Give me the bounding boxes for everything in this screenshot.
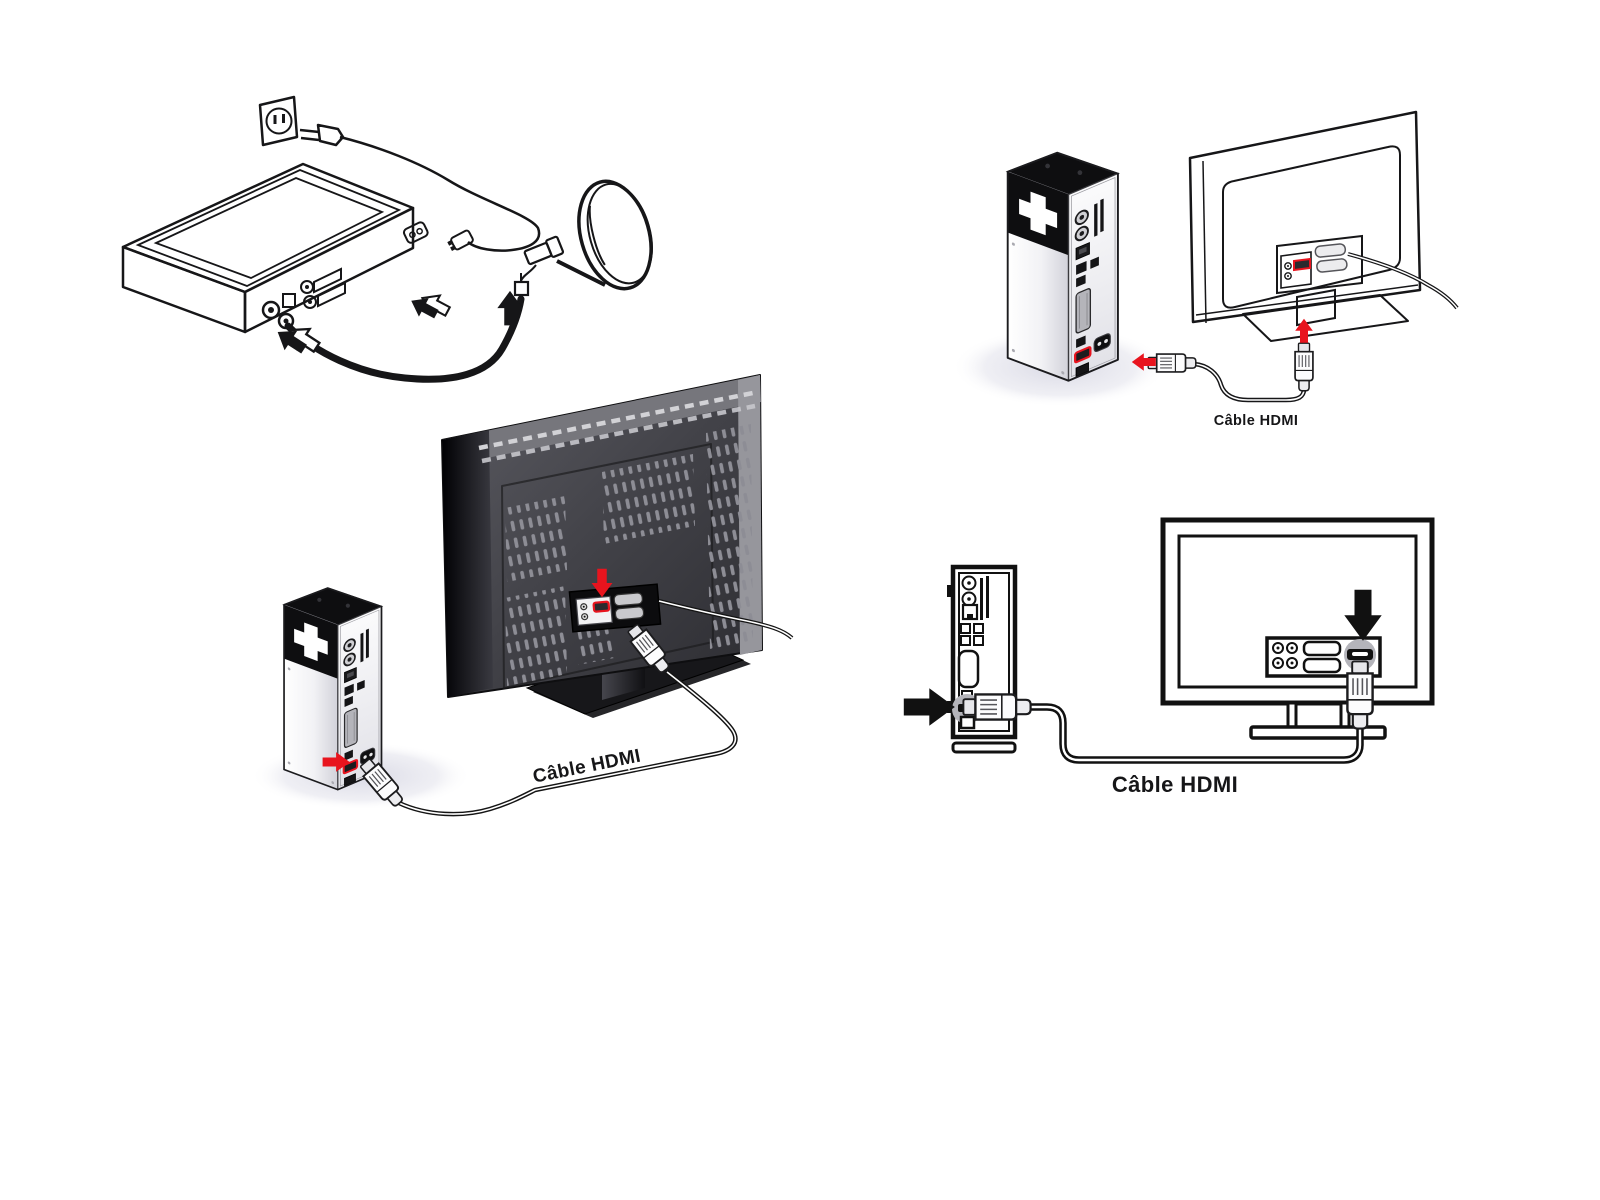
figure-decoder-to-tv-large: Câble HDMI [251, 374, 794, 817]
scart-port-icon [957, 649, 980, 689]
tv-back-view [441, 374, 794, 698]
scart-port-icon [613, 592, 643, 607]
coax-cable [284, 295, 525, 383]
antenna-cable-connector [513, 273, 530, 297]
ethernet-port-icon [282, 293, 296, 308]
tv-front-view [1160, 517, 1435, 740]
figure-decoder-to-tv-schematic: Câble HDMI [903, 517, 1435, 797]
tv-stand-base [1242, 294, 1409, 342]
double-insert-arrow-icon [406, 285, 452, 328]
tv-connector-panel [1276, 234, 1363, 295]
tv-stand-base [1249, 725, 1387, 740]
satellite-receiver [121, 162, 429, 334]
hdmi-port-icon [1293, 257, 1311, 272]
tv-stand-neck [1296, 288, 1336, 327]
scart-port-icon [1302, 657, 1342, 674]
hdmi-port-icon [592, 600, 611, 613]
tv-connector-panel [1265, 636, 1382, 678]
power-outlet-icon [258, 95, 299, 147]
cable-label: Câble HDMI [1214, 413, 1299, 429]
vent-grid [706, 424, 753, 650]
figure-decoder-to-tv-rear: Câble HDMI [952, 110, 1459, 429]
figure-satellite-receiver-setup [121, 95, 653, 383]
tv-stand-leg [1286, 701, 1298, 731]
scart-port-icon [1302, 640, 1342, 657]
rca-port-icon [303, 295, 317, 309]
black-arrow-icon [903, 688, 955, 726]
scart-port-icon [614, 606, 645, 621]
vent-grid [505, 586, 567, 686]
tv-connector-panel [568, 583, 662, 633]
power-plug [299, 123, 345, 147]
coax-port-icon [261, 300, 281, 320]
cable-label: Câble HDMI [1112, 772, 1238, 797]
scart-port-icon [1316, 258, 1348, 273]
scart-port-icon [313, 267, 342, 294]
tv-antenna-cable [1347, 252, 1459, 310]
decoder-box-rear [947, 564, 1018, 754]
hdmi-plug-icon [1294, 342, 1314, 392]
decoder-box [1006, 151, 1120, 382]
vent-grid [505, 496, 567, 582]
vent-grid [602, 454, 695, 544]
power-cord [339, 135, 541, 252]
scart-port-icon [317, 281, 346, 308]
power-inlet-icon [402, 221, 429, 244]
power-cord-connector [447, 229, 474, 251]
satellite-dish-icon [520, 179, 653, 291]
tv-back-view [1188, 110, 1459, 342]
scart-port-icon [1314, 243, 1347, 258]
